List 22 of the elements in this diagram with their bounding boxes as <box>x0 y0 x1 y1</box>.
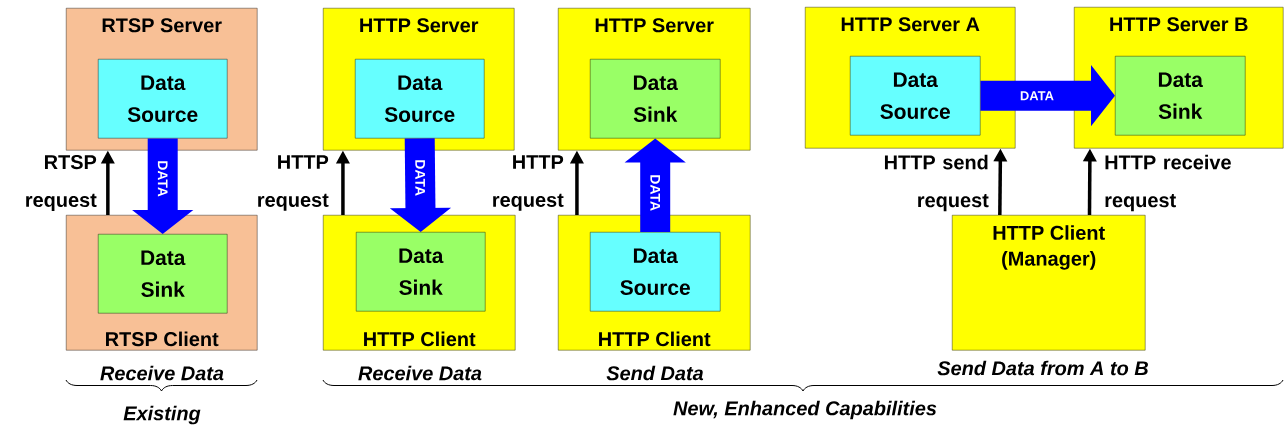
edge-label: HTTP request <box>258 155 329 211</box>
data-sink-box: Data Sink <box>590 59 721 139</box>
data-source-box: Data Source <box>355 59 485 139</box>
group-caption: Existing <box>123 405 201 425</box>
data-source-box: Data Source <box>850 56 981 136</box>
edge-label: DATA <box>414 158 426 198</box>
edge-label: DATA <box>1018 90 1055 102</box>
caption-text: Receive Data <box>100 365 224 381</box>
data-source-box: Data Source <box>590 232 721 312</box>
caption-text: Send Data <box>606 365 704 381</box>
edge-label: RTSP request <box>26 155 97 211</box>
client-box: HTTP Client (Manager) <box>952 215 1146 351</box>
data-sink-box: Data Sink <box>356 232 486 312</box>
edge-label: DATA <box>649 173 661 212</box>
data-sink-box: Data Sink <box>1115 56 1246 136</box>
caption-text: Receive Data <box>358 365 482 381</box>
data-source-box: Data Source <box>98 59 228 139</box>
edge-label: HTTP send request <box>884 154 989 212</box>
edge-label: HTTP receive request <box>1105 154 1231 212</box>
data-sink-box: Data Sink <box>98 234 228 314</box>
group-caption: New, Enhanced Capabilities <box>673 400 937 420</box>
edge-label: HTTP request <box>493 155 564 211</box>
